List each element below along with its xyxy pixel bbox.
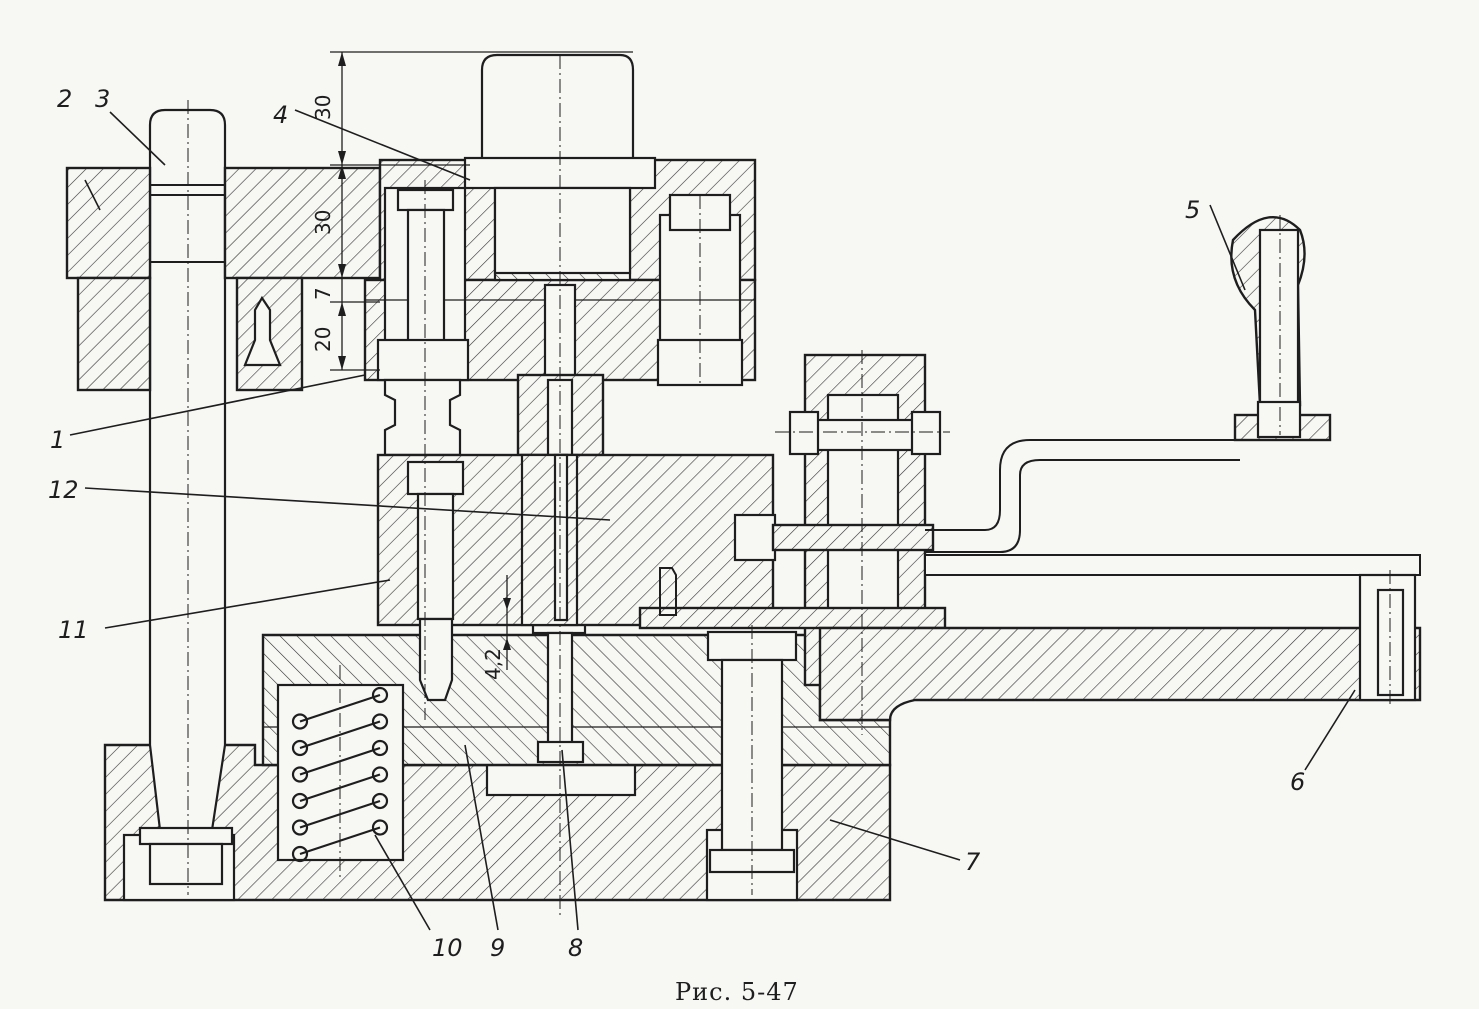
part-label-6: 6 [1290,768,1305,796]
dimension-value: 20 [311,327,335,352]
leader-lines [69,109,1356,931]
guide-column [138,108,234,886]
part-label-5: 5 [1185,196,1200,224]
figure-caption: Рис. 5-47 [675,978,799,1006]
spring-pin [376,188,470,457]
part-label-8: 8 [568,934,583,962]
spring-wire-section [291,845,309,863]
part-label-3: 3 [95,85,110,113]
dimension-lines: 30 30 7 20 4,2 [311,51,633,680]
spring-wire-section [291,713,309,730]
spring-wire-section [291,739,309,757]
slide-plate [818,554,1422,722]
part-label-9: 9 [490,934,505,962]
upper-plate [65,166,382,392]
spring-wire-section [291,766,309,783]
part-label-7: 7 [965,848,981,876]
part-label-11: 11 [58,616,89,644]
spring-wire-section [371,766,389,783]
dimension-value: 4,2 [481,648,505,680]
dimension-value: 30 [311,95,335,120]
part-label-12: 12 [48,476,79,504]
spring-wire-section [291,792,309,810]
spring-wire-section [371,686,389,704]
spring-wire-section [291,819,309,836]
spring-wire-section [371,713,389,730]
spring-wire-section [371,819,389,836]
center-lines [187,55,1391,915]
dimension-value: 7 [311,287,335,300]
handle-arm [925,216,1332,553]
spring-wire-section [371,792,389,810]
part-labels: 1 2 3 4 5 6 7 8 9 10 11 12 [48,85,1305,962]
dimension-value: 30 [311,210,335,235]
spring-turn [299,720,381,750]
part-label-1: 1 [50,426,65,454]
part-label-2: 2 [57,85,72,113]
part-label-4: 4 [273,101,288,129]
part-label-10: 10 [432,934,463,962]
spring-wire-section [371,739,389,757]
